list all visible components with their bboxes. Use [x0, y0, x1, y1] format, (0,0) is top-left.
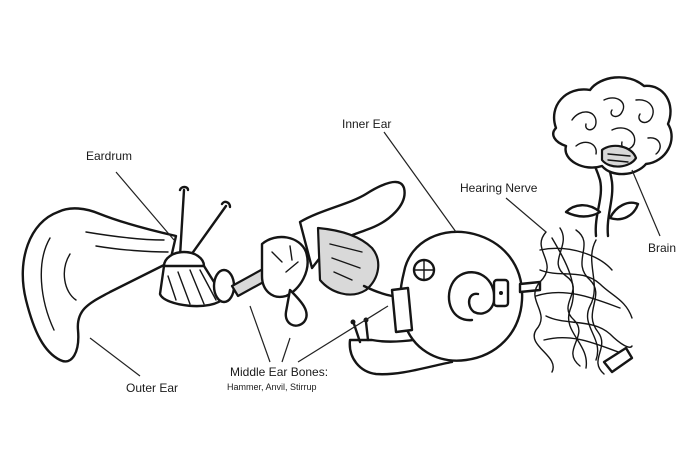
- middle-ear-bones-leader-a: [249, 305, 271, 363]
- hearing-nerve-leader: [505, 197, 547, 233]
- eardrum-illustration: [158, 185, 236, 308]
- label-hearing-nerve: Hearing Nerve: [460, 181, 538, 195]
- middle-ear-bones-leader-b: [281, 337, 291, 363]
- hearing-nerve-illustration: [533, 146, 640, 375]
- label-eardrum: Eardrum: [86, 149, 132, 163]
- label-brain: Brain: [648, 241, 676, 255]
- outer-ear-leader: [89, 337, 141, 377]
- label-inner-ear: Inner Ear: [342, 117, 391, 131]
- inner-ear-leader: [383, 131, 457, 233]
- brain-leader: [631, 169, 661, 237]
- label-middle-ear-bones-sub: Hammer, Anvil, Stirrup: [227, 382, 317, 392]
- label-middle-ear-bones: Middle Ear Bones:: [230, 365, 328, 379]
- brain-illustration: [552, 76, 673, 176]
- eardrum-leader: [115, 171, 175, 241]
- outer-ear-illustration: [21, 207, 178, 363]
- label-outer-ear: Outer Ear: [126, 381, 178, 395]
- inner-ear-illustration: [348, 230, 542, 376]
- middle-ear-bones-illustration: [230, 180, 406, 327]
- middle-ear-bones-leader-c: [297, 305, 389, 363]
